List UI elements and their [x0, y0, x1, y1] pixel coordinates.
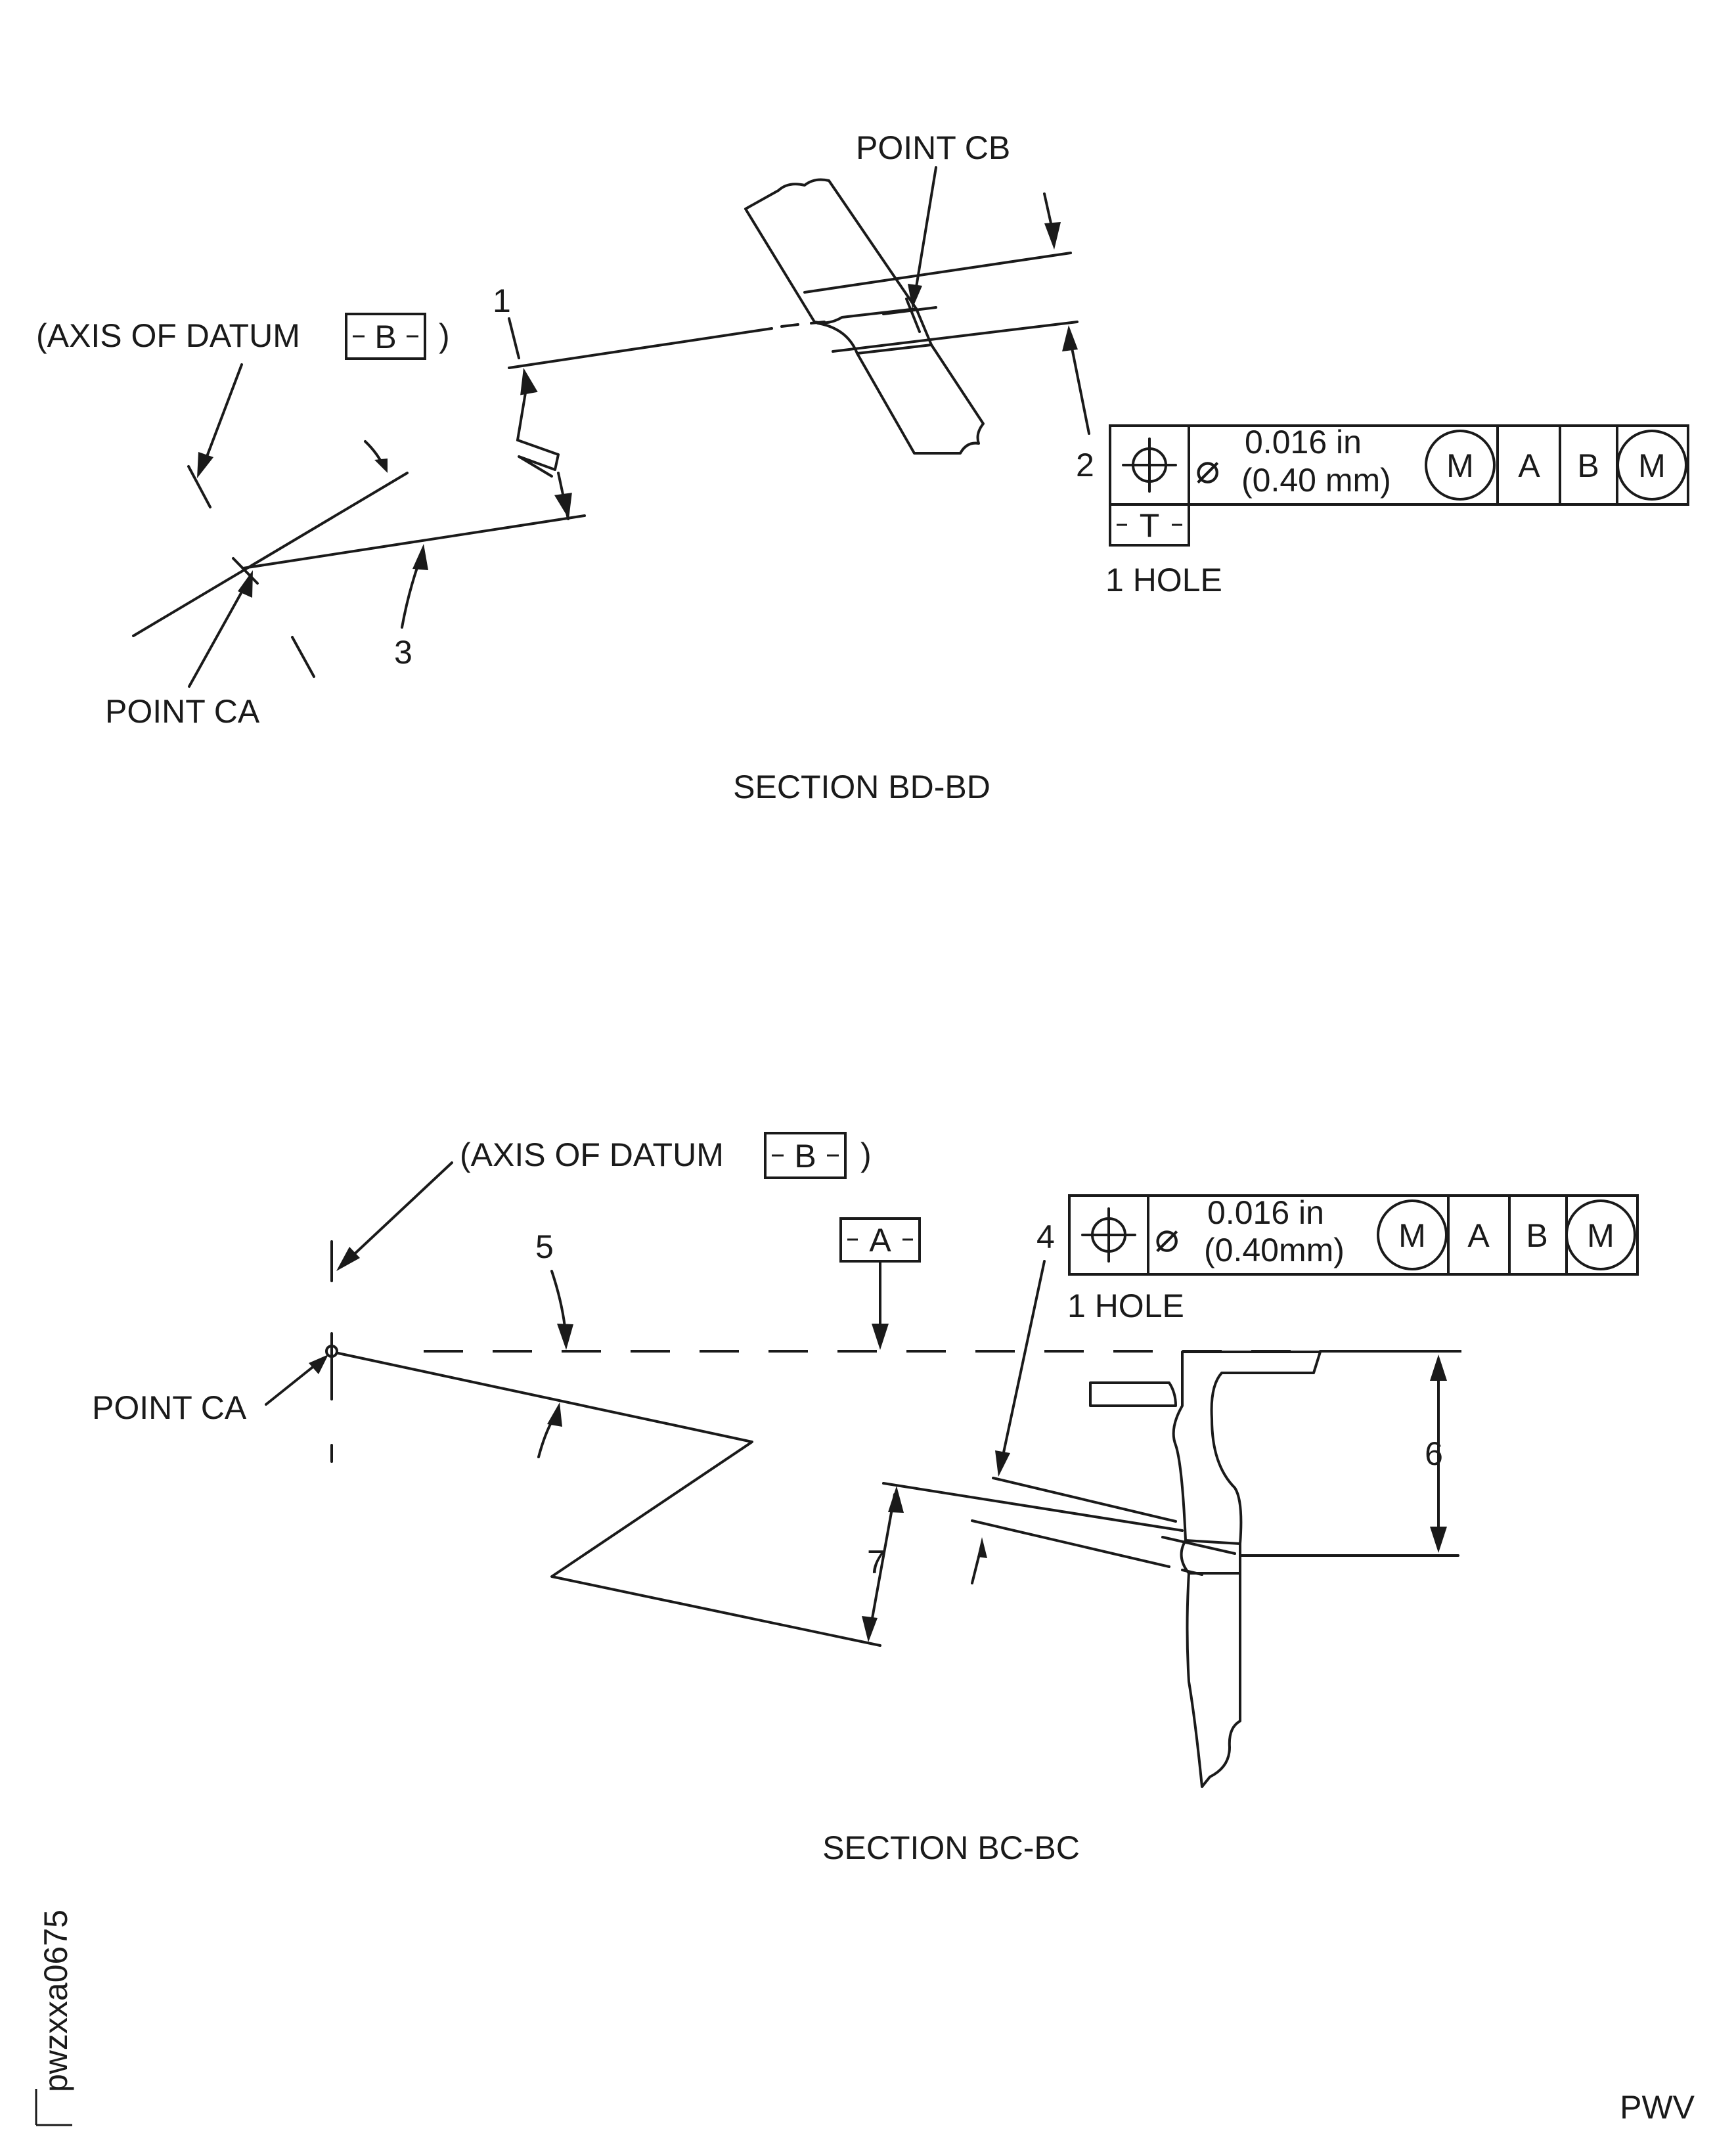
- datum-b-mmc: M: [1638, 447, 1666, 484]
- hole-top-edge-bc: [992, 1477, 1177, 1523]
- tolerance-inch-bc: 0.016 in: [1207, 1194, 1324, 1231]
- datum-b-ref: B: [1577, 447, 1599, 484]
- tolerance-mm: (0.40 mm): [1241, 462, 1391, 499]
- mmc-modifier-bc: M: [1398, 1217, 1426, 1254]
- zigzag-reference: [337, 1352, 881, 1647]
- axis-of-datum-label: (AXIS OF DATUM: [36, 317, 300, 354]
- section-bd-view: POINT CB 1 2 3 POINT CA (AXIS OF DATUM B…: [36, 129, 1689, 805]
- datum-b-ref-bc: B: [1526, 1217, 1547, 1254]
- diameter-symbol-bc: ⌀: [1155, 1215, 1179, 1261]
- callout-4: 4: [1036, 1219, 1055, 1255]
- callout-1: 1: [493, 282, 511, 319]
- hole-top-edge: [803, 252, 1072, 294]
- bracket-section: [1172, 1351, 1322, 1545]
- wall-section-lower: [856, 344, 985, 455]
- point-ca-marker: [325, 1345, 338, 1358]
- axis-of-datum-label-bc: (AXIS OF DATUM: [460, 1136, 724, 1173]
- diameter-symbol: ⌀: [1195, 447, 1220, 492]
- ref-line-upper: [132, 472, 409, 637]
- point-ca-label-bc: POINT CA: [92, 1389, 247, 1426]
- axis-close-paren-bc: ): [860, 1136, 872, 1173]
- mmc-modifier-circle-bc: [1377, 1199, 1448, 1270]
- section-bc-view: (AXIS OF DATUM B ) POINT CA A 5: [92, 1132, 1639, 1866]
- callout-2: 2: [1076, 447, 1094, 483]
- feature-control-frame-bc: ⌀ 0.016 in (0.40mm) M A B M 1 HOLE: [1067, 1194, 1639, 1324]
- callout-7: 7: [867, 1544, 885, 1580]
- datum-b-axis-line: [508, 327, 773, 369]
- bracket-flange: [1089, 1381, 1177, 1407]
- feature-control-frame-bd: ⌀ 0.016 in (0.40 mm) M A B M T 1 HOLE: [1105, 424, 1689, 598]
- wall-section-upper: [744, 178, 918, 325]
- hole-bottom-edge-bc: [971, 1519, 1170, 1568]
- tolerance-inch: 0.016 in: [1245, 424, 1362, 460]
- datum-b-mmc-circle: [1616, 430, 1687, 501]
- point-ca-label: POINT CA: [105, 693, 260, 730]
- axis-close-paren: ): [439, 317, 450, 354]
- one-hole-note: 1 HOLE: [1105, 562, 1222, 598]
- tolerance-mm-bc: (0.40mm): [1204, 1232, 1345, 1268]
- section-bc-title: SECTION BC-BC: [822, 1829, 1080, 1866]
- datum-a-ref: A: [1518, 447, 1540, 484]
- corner-code: PWV: [1620, 2089, 1695, 2126]
- datum-b-letter-bc: B: [794, 1138, 816, 1175]
- callout-6: 6: [1425, 1435, 1443, 1472]
- datum-t-letter: T: [1140, 507, 1160, 544]
- section-bd-title: SECTION BD-BD: [733, 769, 990, 805]
- datum-b-mmc-bc: M: [1587, 1217, 1614, 1254]
- ref-line-lower: [242, 514, 586, 570]
- datum-a-letter: A: [869, 1222, 891, 1259]
- callout-5: 5: [535, 1228, 554, 1265]
- callout-3: 3: [394, 634, 412, 671]
- point-cb-label: POINT CB: [856, 129, 1010, 166]
- mmc-modifier: M: [1446, 447, 1474, 484]
- datum-b-mmc-circle-bc: [1565, 1199, 1636, 1270]
- bracket-lower: [1186, 1572, 1241, 1788]
- one-hole-note-bc: 1 HOLE: [1067, 1288, 1184, 1324]
- position-icon: [1081, 1207, 1136, 1263]
- hole-bottom-edge: [832, 321, 1079, 353]
- position-icon: [1122, 437, 1177, 493]
- mmc-modifier-circle: [1425, 430, 1496, 501]
- figure-id: pwzxxa0675: [37, 1910, 74, 2092]
- datum-b-letter: B: [374, 319, 396, 355]
- datum-a-ref-bc: A: [1467, 1217, 1490, 1254]
